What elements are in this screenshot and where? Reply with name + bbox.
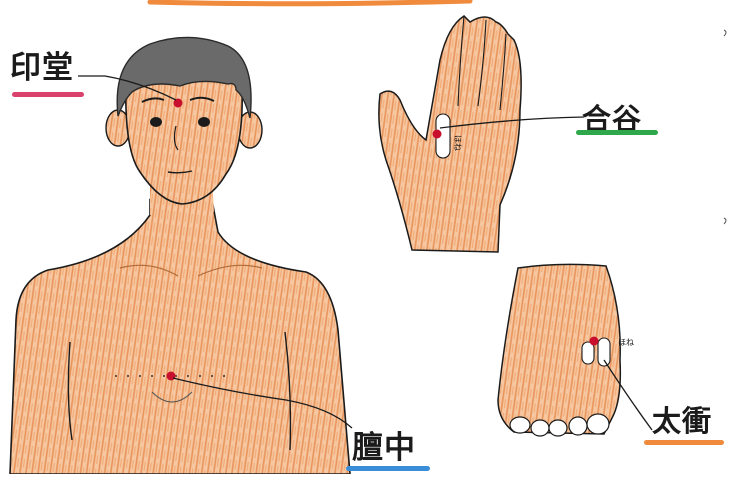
toe-2 [531,420,549,436]
underline-goukoku [576,130,658,135]
foot-bone-note: ほね [618,338,634,347]
underline-danchu [346,466,430,471]
label-intou: 印堂 [10,42,74,87]
hand-bone-note: ほね [453,135,462,151]
underline-intou [12,92,84,97]
edge-mark-1 [724,30,726,36]
toe-3 [549,420,567,436]
person-figure [10,37,350,474]
acupoint-danchu-dot [167,372,176,381]
torso [10,200,350,474]
label-taishou: 太衝 [652,398,712,440]
acupoint-taishou-dot [590,337,599,346]
toe-4 [569,417,587,435]
underline-taishou [644,440,724,445]
eye-right [198,117,210,127]
foot-bone-outline-1 [582,342,594,364]
hand-figure [379,16,521,252]
foot-figure [498,264,620,436]
eye-left [150,117,162,127]
toe-1 [510,417,530,433]
foot-bone-outline-2 [598,338,610,366]
toe-5 [587,414,609,434]
edge-mark-2 [724,218,726,224]
acupoint-goukoku-dot [433,130,442,139]
label-danchu: 膻中 [352,422,416,467]
top-orange-stroke [150,1,470,4]
